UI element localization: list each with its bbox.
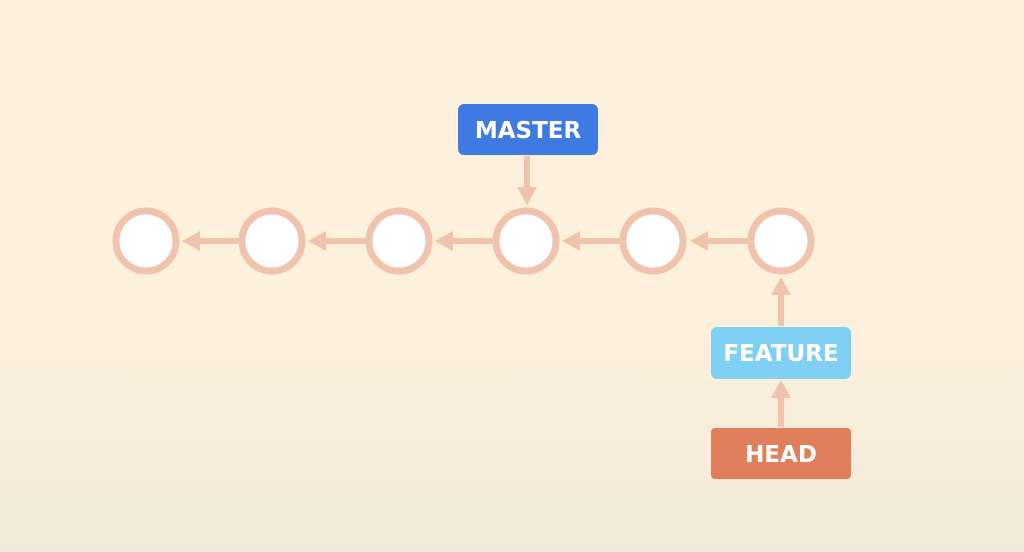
arrowhead-5-to-4	[562, 231, 580, 251]
commit-edges	[182, 231, 749, 251]
master-pointer-arrowhead	[517, 187, 537, 205]
commit-node-1	[112, 207, 180, 275]
arrowhead-3-to-2	[308, 231, 326, 251]
feature-label-text: FEATURE	[723, 341, 838, 367]
commit-node-5	[619, 207, 687, 275]
head-label-box	[711, 428, 851, 479]
commit-node-2	[238, 207, 306, 275]
head-label: HEAD	[711, 380, 851, 479]
commit-node-4	[492, 207, 560, 275]
commits	[112, 207, 815, 275]
head-pointer-arrowhead	[771, 380, 791, 398]
master-label-box	[458, 104, 598, 155]
master-label-text: MASTER	[475, 118, 582, 144]
feature-pointer-arrowhead	[771, 277, 791, 295]
head-label-text: HEAD	[745, 442, 817, 468]
master-branch-label: MASTER	[458, 104, 598, 205]
commit-node-6	[747, 207, 815, 275]
arrowhead-4-to-3	[435, 231, 453, 251]
arrowhead-2-to-1	[182, 231, 200, 251]
feature-branch-label: FEATURE	[711, 277, 851, 379]
commit-node-3	[365, 207, 433, 275]
feature-label-box	[711, 327, 851, 379]
arrowhead-6-to-5	[690, 231, 708, 251]
